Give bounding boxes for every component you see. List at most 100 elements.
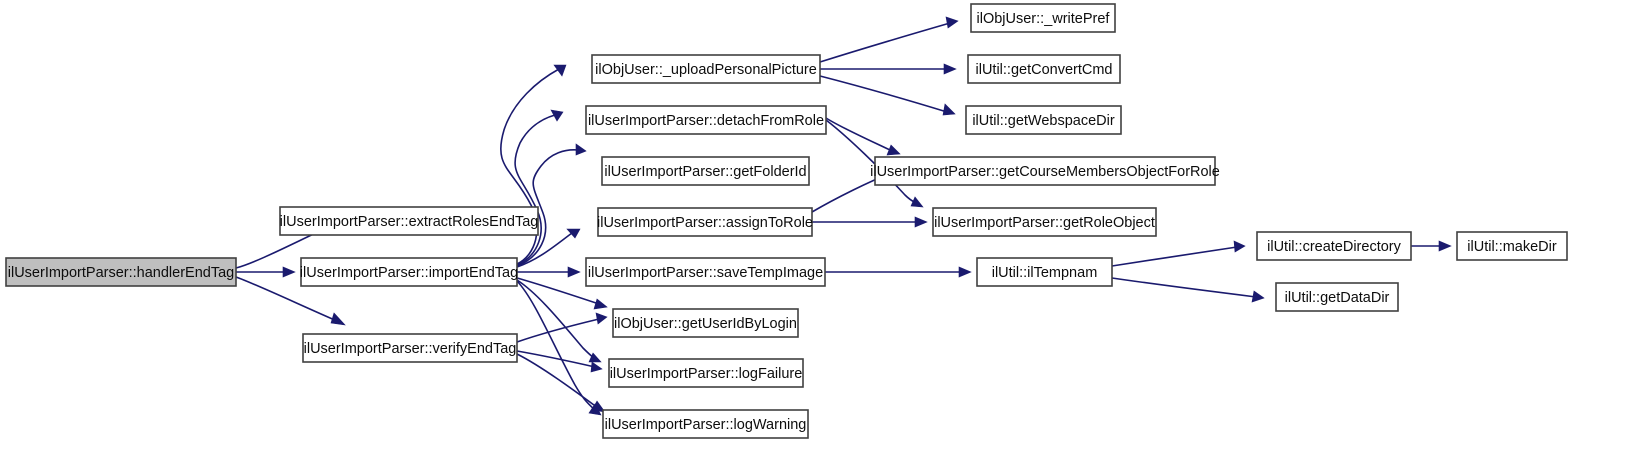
edge-saveTempImage-to-ilTempnam [825, 266, 972, 278]
node-handlerEndTag[interactable]: ilUserImportParser::handlerEndTag [5, 257, 237, 287]
node-uploadPersonalPicture[interactable]: ilObjUser::_uploadPersonalPicture [591, 54, 821, 84]
node-box[interactable] [585, 257, 826, 287]
node-getRoleObject[interactable]: ilUserImportParser::getRoleObject [932, 207, 1157, 237]
node-assignToRole[interactable]: ilUserImportParser::assignToRole [597, 207, 813, 237]
edge-line [516, 353, 599, 409]
node-box[interactable] [601, 156, 810, 186]
arrowhead-icon [942, 103, 956, 116]
arrowhead-icon [590, 361, 603, 373]
node-verifyEndTag[interactable]: ilUserImportParser::verifyEndTag [302, 333, 518, 363]
node-label: ilUserImportParser::extractRolesEndTag [280, 214, 539, 230]
node-label: ilUserImportParser::assignToRole [597, 215, 813, 231]
node-box[interactable] [932, 207, 1157, 237]
node-box[interactable] [1275, 282, 1399, 312]
edge-uploadPersonalPicture-to-getWebspaceDir [819, 75, 956, 116]
edge-verifyEndTag-to-getUserIdByLogin [516, 312, 608, 343]
node-ilTempnam[interactable]: ilUtil::ilTempnam [976, 257, 1113, 287]
node-box[interactable] [612, 308, 799, 338]
arrowhead-icon [593, 298, 608, 310]
arrowhead-icon [553, 64, 567, 77]
arrowhead-icon [1438, 240, 1452, 252]
node-getConvertCmd[interactable]: ilUtil::getConvertCmd [967, 54, 1121, 84]
node-box[interactable] [874, 156, 1216, 186]
node-logFailure[interactable]: ilUserImportParser::logFailure [608, 358, 804, 388]
node-getUserIdByLogin[interactable]: ilObjUser::getUserIdByLogin [612, 308, 799, 338]
node-box[interactable] [608, 358, 804, 388]
node-label: ilUserImportParser::getCourseMembersObje… [870, 164, 1220, 180]
node-getFolderId[interactable]: ilUserImportParser::getFolderId [601, 156, 810, 186]
node-label: ilUtil::getConvertCmd [976, 62, 1113, 78]
node-box[interactable] [976, 257, 1113, 287]
arrowhead-icon [943, 63, 957, 75]
node-box[interactable] [965, 105, 1122, 135]
edge-line [825, 119, 917, 204]
edge-line [516, 277, 600, 305]
edge-assignToRole-to-getRoleObject [812, 216, 928, 228]
node-box[interactable] [5, 257, 237, 287]
arrowhead-icon [958, 266, 972, 278]
edge-line [819, 75, 948, 113]
node-box[interactable] [300, 257, 518, 287]
node-makeDir[interactable]: ilUtil::makeDir [1456, 231, 1568, 261]
edge-importEndTag-to-logFailure [516, 279, 602, 363]
node-label: ilUtil::createDirectory [1267, 239, 1401, 255]
edge-handlerEndTag-to-verifyEndTag [235, 276, 346, 326]
edge-detachFromRole-to-getCourseMembersObjectForRole [825, 117, 901, 156]
edge-importEndTag-to-uploadPersonalPicture [499, 64, 567, 265]
node-extractRolesEndTag[interactable]: ilUserImportParser::extractRolesEndTag [279, 206, 539, 236]
node-writePref[interactable]: ilObjUser::_writePref [970, 3, 1116, 33]
node-getDataDir[interactable]: ilUtil::getDataDir [1275, 282, 1399, 312]
arrowhead-icon [1233, 240, 1246, 253]
edge-line [514, 114, 556, 266]
edge-importEndTag-to-detachFromRole [514, 109, 564, 266]
node-label: ilObjUser::getUserIdByLogin [614, 316, 797, 332]
arrowhead-icon [588, 352, 602, 363]
edge-ilTempnam-to-createDirectory [1111, 240, 1246, 267]
node-getWebspaceDir[interactable]: ilUtil::getWebspaceDir [965, 105, 1122, 135]
arrowhead-icon [1251, 290, 1265, 303]
edge-line [516, 280, 596, 411]
node-box[interactable] [1456, 231, 1568, 261]
edge-handlerEndTag-to-importEndTag [236, 266, 296, 278]
node-box[interactable] [967, 54, 1121, 84]
node-box[interactable] [1256, 231, 1412, 261]
node-box[interactable] [591, 54, 821, 84]
arrowhead-icon [550, 109, 564, 122]
node-detachFromRole[interactable]: ilUserImportParser::detachFromRole [585, 105, 827, 135]
edge-line [516, 318, 600, 343]
node-getCourseMembersObjectForRole[interactable]: ilUserImportParser::getCourseMembersObje… [870, 156, 1220, 186]
edge-importEndTag-to-getFolderId [516, 143, 587, 267]
node-importEndTag[interactable]: ilUserImportParser::importEndTag [300, 257, 518, 287]
node-label: ilUserImportParser::verifyEndTag [304, 341, 517, 357]
edge-importEndTag-to-saveTempImage [517, 266, 581, 278]
edges-layer [235, 16, 1452, 416]
node-box[interactable] [585, 105, 827, 135]
node-box[interactable] [602, 409, 809, 439]
arrowhead-icon [591, 400, 606, 413]
arrowhead-icon [910, 196, 924, 208]
node-box[interactable] [302, 333, 518, 363]
node-box[interactable] [970, 3, 1116, 33]
edge-detachFromRole-to-getRoleObject [825, 119, 924, 208]
arrowhead-icon [330, 312, 346, 326]
arrowhead-icon [886, 144, 901, 156]
node-createDirectory[interactable]: ilUtil::createDirectory [1256, 231, 1412, 261]
edge-line [235, 276, 338, 322]
edge-line [516, 232, 573, 268]
node-box[interactable] [279, 206, 539, 236]
arrowhead-icon [595, 312, 608, 325]
node-saveTempImage[interactable]: ilUserImportParser::saveTempImage [585, 257, 826, 287]
arrowhead-icon [566, 228, 581, 239]
node-label: ilUserImportParser::logFailure [610, 366, 803, 382]
edge-createDirectory-to-makeDir [1411, 240, 1452, 252]
edge-line [516, 350, 596, 368]
node-label: ilUtil::makeDir [1467, 239, 1557, 255]
node-label: ilUserImportParser::getFolderId [604, 164, 806, 180]
node-box[interactable] [597, 207, 813, 237]
edge-importEndTag-to-assignToRole [516, 228, 581, 268]
edge-line [1111, 277, 1257, 298]
node-label: ilUtil::getWebspaceDir [972, 113, 1115, 129]
node-logWarning[interactable]: ilUserImportParser::logWarning [602, 409, 809, 439]
edge-line [499, 68, 560, 265]
